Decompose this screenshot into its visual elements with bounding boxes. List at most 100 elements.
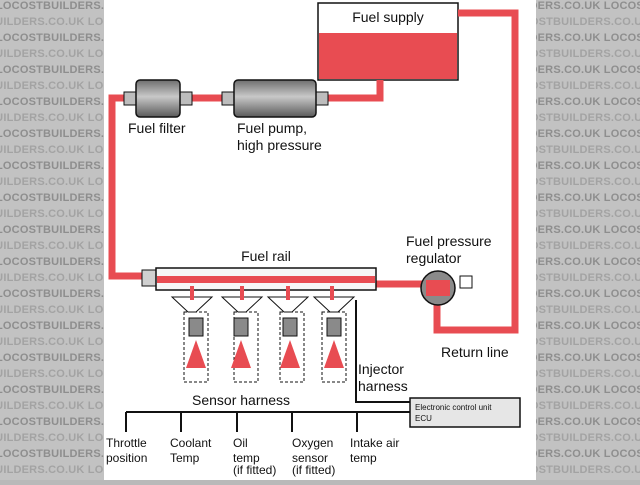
watermark-text: LOCOSTBUILDERS.CO.UK LOCOSTBUILDERS.CO.U… xyxy=(536,80,640,92)
svg-text:Temp: Temp xyxy=(170,451,200,465)
watermark-text: LOCOSTBUILDERS.CO.UK LOCOSTBUILDERS.CO.U… xyxy=(536,336,640,348)
fuel-pump-label-1: Fuel pump, xyxy=(237,120,307,136)
watermark-text: LOCOSTBUILDERS.CO.UK LOCOSTBUILDERS.CO.U… xyxy=(536,48,640,60)
watermark-text: LOCOSTBUILDERS.CO.UK LOCOSTBUILDERS.CO.U… xyxy=(0,432,104,444)
watermark-text: LOCOSTBUILDERS.CO.UK LOCOSTBUILDERS.CO.U… xyxy=(536,208,640,220)
watermark-text: LOCOSTBUILDERS.CO.UK LOCOSTBUILDERS.CO.U… xyxy=(536,464,640,476)
watermark-text: LOCOSTBUILDERS.CO.UK LOCOSTBUILDERS.CO.U… xyxy=(0,16,104,28)
watermark-text: LOCOSTBUILDERS.CO.UK LOCOSTBUILDERS.CO.U… xyxy=(0,448,104,460)
watermark-text: LOCOSTBUILDERS.CO.UK LOCOSTBUILDERS.CO.U… xyxy=(0,336,104,348)
watermark-text: LOCOSTBUILDERS.CO.UK LOCOSTBUILDERS.CO.U… xyxy=(536,0,640,12)
watermark-text: LOCOSTBUILDERS.CO.UK LOCOSTBUILDERS.CO.U… xyxy=(0,208,104,220)
injector-4 xyxy=(312,286,356,383)
watermark-right: LOCOSTBUILDERS.CO.UK LOCOSTBUILDERS.CO.U… xyxy=(536,0,640,480)
return-line-label: Return line xyxy=(441,344,509,360)
watermark-text: LOCOSTBUILDERS.CO.UK LOCOSTBUILDERS.CO.U… xyxy=(0,144,104,156)
watermark-text: LOCOSTBUILDERS.CO.UK LOCOSTBUILDERS.CO.U… xyxy=(0,96,104,108)
watermark-text: LOCOSTBUILDERS.CO.UK LOCOSTBUILDERS.CO.U… xyxy=(0,0,104,12)
sensor-intake-air-temp: Intake air temp xyxy=(350,436,399,465)
watermark-text: LOCOSTBUILDERS.CO.UK LOCOSTBUILDERS.CO.U… xyxy=(536,64,640,76)
watermark-text: LOCOSTBUILDERS.CO.UK LOCOSTBUILDERS.CO.U… xyxy=(0,160,104,172)
injector-harness-wire xyxy=(355,300,410,403)
svg-text:Oxygen: Oxygen xyxy=(292,436,333,450)
svg-text:Intake air: Intake air xyxy=(350,436,399,450)
watermark-text: LOCOSTBUILDERS.CO.UK LOCOSTBUILDERS.CO.U… xyxy=(0,48,104,60)
injector-3 xyxy=(266,286,310,383)
fuel-pump-label-2: high pressure xyxy=(237,137,322,153)
watermark-text: LOCOSTBUILDERS.CO.UK LOCOSTBUILDERS.CO.U… xyxy=(0,304,104,316)
fuel-rail-label: Fuel rail xyxy=(241,248,291,264)
svg-text:position: position xyxy=(106,451,147,465)
watermark-text: LOCOSTBUILDERS.CO.UK LOCOSTBUILDERS.CO.U… xyxy=(536,272,640,284)
watermark-text: LOCOSTBUILDERS.CO.UK LOCOSTBUILDERS.CO.U… xyxy=(0,384,104,396)
watermark-text: LOCOSTBUILDERS.CO.UK LOCOSTBUILDERS.CO.U… xyxy=(0,288,104,300)
ecu-box: Electronic control unit ECU xyxy=(409,397,521,428)
watermark-text: LOCOSTBUILDERS.CO.UK LOCOSTBUILDERS.CO.U… xyxy=(536,448,640,460)
diagram-panel: Fuel supply Fuel filter Fuel pump, high … xyxy=(104,0,536,480)
watermark-text: LOCOSTBUILDERS.CO.UK LOCOSTBUILDERS.CO.U… xyxy=(536,96,640,108)
svg-text:sensor: sensor xyxy=(292,451,328,465)
watermark-text: LOCOSTBUILDERS.CO.UK LOCOSTBUILDERS.CO.U… xyxy=(536,416,640,428)
watermark-text: LOCOSTBUILDERS.CO.UK LOCOSTBUILDERS.CO.U… xyxy=(0,256,104,268)
watermark-text: LOCOSTBUILDERS.CO.UK LOCOSTBUILDERS.CO.U… xyxy=(536,16,640,28)
fuel-pump: Fuel pump, high pressure xyxy=(221,79,329,153)
watermark-text: LOCOSTBUILDERS.CO.UK LOCOSTBUILDERS.CO.U… xyxy=(536,384,640,396)
fuel-filter-label: Fuel filter xyxy=(128,120,186,136)
watermark-text: LOCOSTBUILDERS.CO.UK LOCOSTBUILDERS.CO.U… xyxy=(536,368,640,380)
watermark-text: LOCOSTBUILDERS.CO.UK LOCOSTBUILDERS.CO.U… xyxy=(536,224,640,236)
return-line xyxy=(433,9,519,334)
watermark-text: LOCOSTBUILDERS.CO.UK LOCOSTBUILDERS.CO.U… xyxy=(536,256,640,268)
watermark-text: LOCOSTBUILDERS.CO.UK LOCOSTBUILDERS.CO.U… xyxy=(536,176,640,188)
svg-text:Throttle: Throttle xyxy=(106,436,147,450)
watermark-text: LOCOSTBUILDERS.CO.UK LOCOSTBUILDERS.CO.U… xyxy=(0,416,104,428)
watermark-text: LOCOSTBUILDERS.CO.UK LOCOSTBUILDERS.CO.U… xyxy=(0,128,104,140)
watermark-text: LOCOSTBUILDERS.CO.UK LOCOSTBUILDERS.CO.U… xyxy=(0,112,104,124)
watermark-text: LOCOSTBUILDERS.CO.UK LOCOSTBUILDERS.CO.U… xyxy=(536,432,640,444)
pump-feed-line xyxy=(318,80,384,102)
fuel-filter: Fuel filter xyxy=(123,79,193,136)
watermark-text: LOCOSTBUILDERS.CO.UK LOCOSTBUILDERS.CO.U… xyxy=(0,368,104,380)
svg-text:temp: temp xyxy=(233,451,260,465)
watermark-text: LOCOSTBUILDERS.CO.UK LOCOSTBUILDERS.CO.U… xyxy=(0,64,104,76)
fuel-injection-diagram: Fuel supply Fuel filter Fuel pump, high … xyxy=(106,2,521,477)
watermark-text: LOCOSTBUILDERS.CO.UK LOCOSTBUILDERS.CO.U… xyxy=(0,80,104,92)
watermark-text: LOCOSTBUILDERS.CO.UK LOCOSTBUILDERS.CO.U… xyxy=(536,304,640,316)
watermark-text: LOCOSTBUILDERS.CO.UK LOCOSTBUILDERS.CO.U… xyxy=(0,192,104,204)
watermark-text: LOCOSTBUILDERS.CO.UK LOCOSTBUILDERS.CO.U… xyxy=(0,224,104,236)
watermark-text: LOCOSTBUILDERS.CO.UK LOCOSTBUILDERS.CO.U… xyxy=(0,272,104,284)
fpr-label-2: regulator xyxy=(406,250,462,266)
watermark-text: LOCOSTBUILDERS.CO.UK LOCOSTBUILDERS.CO.U… xyxy=(536,352,640,364)
injector-1 xyxy=(170,286,214,383)
watermark-text: LOCOSTBUILDERS.CO.UK LOCOSTBUILDERS.CO.U… xyxy=(0,464,104,476)
watermark-text: LOCOSTBUILDERS.CO.UK LOCOSTBUILDERS.CO.U… xyxy=(536,112,640,124)
watermark-text: LOCOSTBUILDERS.CO.UK LOCOSTBUILDERS.CO.U… xyxy=(536,144,640,156)
watermark-text: LOCOSTBUILDERS.CO.UK LOCOSTBUILDERS.CO.U… xyxy=(536,192,640,204)
watermark-text: LOCOSTBUILDERS.CO.UK LOCOSTBUILDERS.CO.U… xyxy=(0,320,104,332)
watermark-text: LOCOSTBUILDERS.CO.UK LOCOSTBUILDERS.CO.U… xyxy=(536,128,640,140)
sensor-coolant-temp: Coolant Temp xyxy=(170,436,212,465)
watermark-text: LOCOSTBUILDERS.CO.UK LOCOSTBUILDERS.CO.U… xyxy=(536,320,640,332)
watermark-text: LOCOSTBUILDERS.CO.UK LOCOSTBUILDERS.CO.U… xyxy=(0,352,104,364)
watermark-text: LOCOSTBUILDERS.CO.UK LOCOSTBUILDERS.CO.U… xyxy=(0,32,104,44)
injector-2 xyxy=(220,286,264,383)
svg-text:(if fitted): (if fitted) xyxy=(233,463,276,477)
harness-wiring xyxy=(125,300,410,432)
fuel-supply-tank: Fuel supply xyxy=(317,2,459,81)
watermark-text: LOCOSTBUILDERS.CO.UK LOCOSTBUILDERS.CO.U… xyxy=(0,400,104,412)
watermark-left: LOCOSTBUILDERS.CO.UK LOCOSTBUILDERS.CO.U… xyxy=(0,0,104,480)
fuel-supply-label: Fuel supply xyxy=(352,9,424,25)
sensor-oil-temp: Oil temp (if fitted) xyxy=(233,436,276,477)
fuel-rail: Fuel rail xyxy=(141,248,377,291)
watermark-text: LOCOSTBUILDERS.CO.UK LOCOSTBUILDERS.CO.U… xyxy=(536,32,640,44)
sensor-harness-label: Sensor harness xyxy=(192,392,290,408)
svg-text:temp: temp xyxy=(350,451,377,465)
injector-harness-label-1: Injector xyxy=(358,361,404,377)
svg-text:(if fitted): (if fitted) xyxy=(292,463,335,477)
svg-text:Oil: Oil xyxy=(233,436,248,450)
watermark-text: LOCOSTBUILDERS.CO.UK LOCOSTBUILDERS.CO.U… xyxy=(0,240,104,252)
ecu-label-1: Electronic control unit xyxy=(415,403,492,412)
watermark-text: LOCOSTBUILDERS.CO.UK LOCOSTBUILDERS.CO.U… xyxy=(536,240,640,252)
svg-text:Coolant: Coolant xyxy=(170,436,212,450)
watermark-text: LOCOSTBUILDERS.CO.UK LOCOSTBUILDERS.CO.U… xyxy=(536,160,640,172)
filter-rail-line xyxy=(108,94,142,280)
